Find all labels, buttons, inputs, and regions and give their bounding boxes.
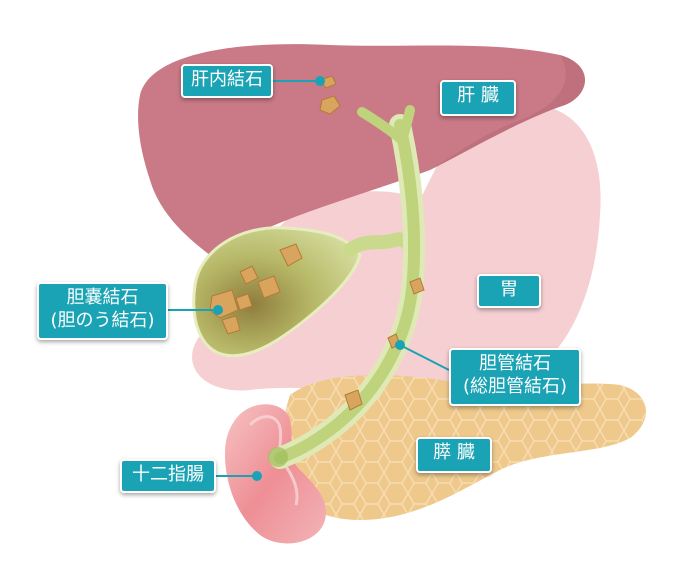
papilla — [268, 447, 288, 467]
stone-duct-1 — [409, 277, 425, 295]
label-liver: 肝 臓 — [440, 80, 516, 116]
label-duodenum-text: 十二指腸 — [132, 464, 204, 485]
label-liver-text: 肝 臓 — [457, 85, 499, 106]
stone-gb-6 — [221, 315, 241, 335]
label-bile-duct-stone-line2: (総胆管結石) — [462, 375, 568, 397]
bile-duct-right-branch — [397, 105, 415, 145]
label-duodenum: 十二指腸 — [120, 459, 216, 493]
label-stomach: 胃 — [477, 274, 541, 308]
duodenum-shape — [225, 404, 326, 544]
stone-liver-2 — [319, 95, 341, 115]
stone-gb-1 — [279, 243, 303, 267]
label-intrahepatic-stone: 肝内結石 — [181, 64, 273, 98]
label-gallbladder-stone-line2: (胆のう結石) — [50, 309, 155, 331]
label-pancreas-text: 膵 臓 — [433, 442, 475, 463]
label-intrahepatic-stone-text: 肝内結石 — [191, 69, 263, 90]
stone-duct-3 — [344, 389, 363, 411]
stone-gb-5 — [235, 293, 253, 311]
label-gallbladder-stone-line1: 胆嚢結石 — [66, 287, 139, 308]
label-gallbladder-stone: 胆嚢結石 (胆のう結石) — [37, 282, 168, 340]
leader-lines — [168, 76, 450, 481]
label-stomach-text: 胃 — [500, 279, 518, 300]
label-bile-duct-stone: 胆管結石 (総胆管結石) — [449, 348, 581, 406]
label-pancreas: 膵 臓 — [416, 437, 492, 473]
liver-right-lobe-shade — [430, 55, 585, 170]
stone-gb-2 — [239, 265, 259, 285]
leader-bile-duct-stone — [399, 344, 450, 371]
label-bile-duct-stone-line1: 胆管結石 — [479, 353, 551, 374]
stone-gb-3 — [257, 275, 281, 299]
